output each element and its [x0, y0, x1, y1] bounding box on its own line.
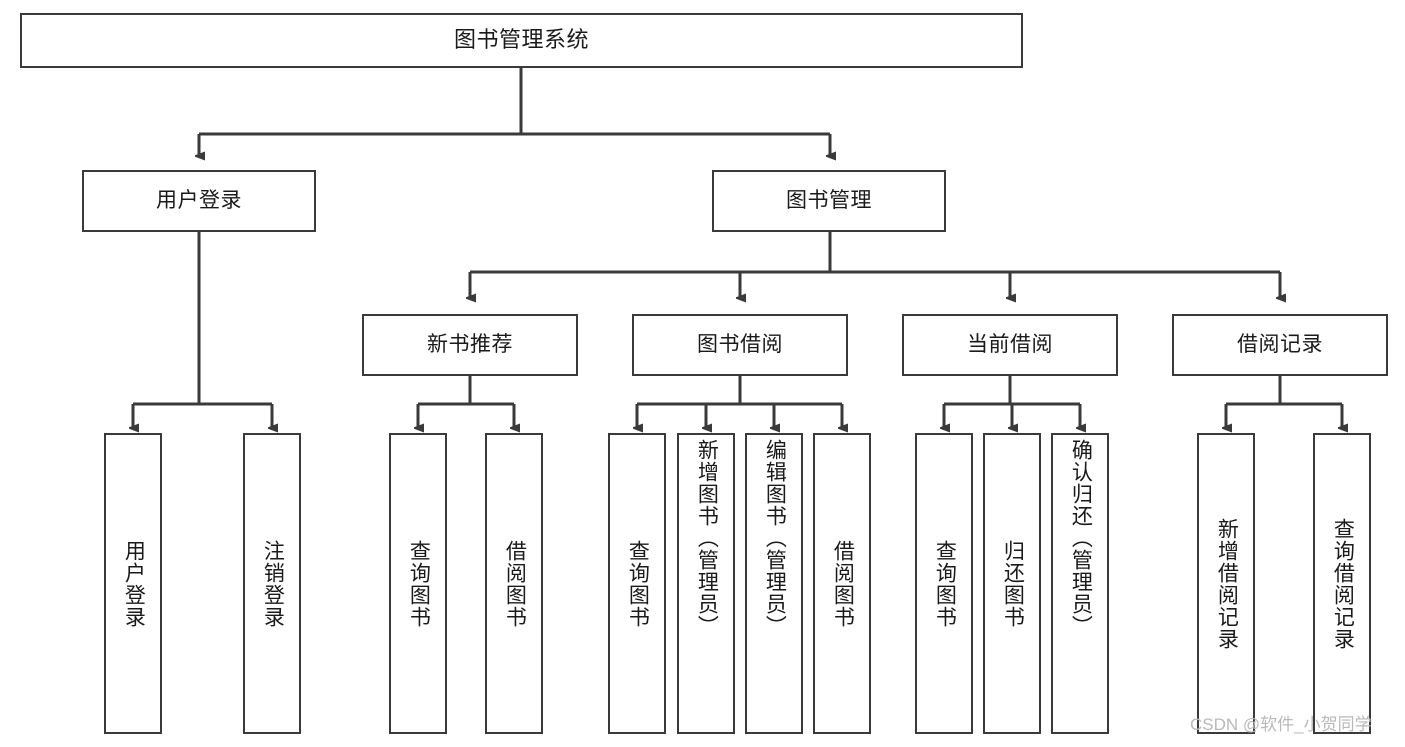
node-label: 归还图书 — [1001, 539, 1025, 628]
node-label: 新增图书（管理员） — [695, 439, 719, 637]
leaf-current-borrow-return[interactable]: 归还图书 — [983, 433, 1041, 734]
node-label: 图书管理系统 — [453, 27, 589, 53]
leaf-current-borrow-confirm-return[interactable]: 确认归还（管理员） — [1051, 433, 1109, 734]
leaf-new-book-query[interactable]: 查询图书 — [389, 433, 447, 734]
node-label: 查询图书 — [407, 539, 431, 628]
node-label: 确认归还（管理员） — [1069, 439, 1093, 637]
leaf-borrow-record-query[interactable]: 查询借阅记录 — [1313, 433, 1371, 734]
node-label: 借阅图书 — [503, 539, 527, 628]
leaf-current-borrow-query[interactable]: 查询图书 — [915, 433, 973, 734]
node-new-book-recommend[interactable]: 新书推荐 — [362, 314, 578, 376]
node-current-borrow[interactable]: 当前借阅 — [902, 314, 1118, 376]
node-label: 查询图书 — [933, 539, 957, 628]
node-label: 注销登录 — [261, 539, 285, 628]
node-label: 图书管理 — [786, 189, 872, 213]
node-label: 查询借阅记录 — [1331, 517, 1355, 650]
leaf-user-login-signin[interactable]: 用户登录 — [104, 433, 162, 734]
node-label: 用户登录 — [122, 539, 146, 628]
leaf-book-borrow-add[interactable]: 新增图书（管理员） — [677, 433, 735, 734]
node-label: 新增借阅记录 — [1215, 517, 1239, 650]
node-user-login[interactable]: 用户登录 — [82, 170, 316, 232]
node-label: 用户登录 — [156, 189, 242, 213]
node-label: 借阅记录 — [1237, 333, 1323, 357]
watermark: CSDN @软件_小贺同学 — [1190, 715, 1372, 734]
node-label: 图书借阅 — [697, 333, 783, 357]
node-book-management[interactable]: 图书管理 — [712, 170, 946, 232]
leaf-user-login-signout[interactable]: 注销登录 — [243, 433, 301, 734]
leaf-borrow-record-add[interactable]: 新增借阅记录 — [1197, 433, 1255, 734]
node-book-borrow[interactable]: 图书借阅 — [632, 314, 848, 376]
leaf-book-borrow-edit[interactable]: 编辑图书（管理员） — [745, 433, 803, 734]
node-label: 查询图书 — [626, 539, 650, 628]
node-label: 借阅图书 — [831, 539, 855, 628]
leaf-new-book-borrow[interactable]: 借阅图书 — [485, 433, 543, 734]
node-label: 新书推荐 — [427, 333, 513, 357]
node-root-system[interactable]: 图书管理系统 — [20, 13, 1023, 68]
leaf-book-borrow-lend[interactable]: 借阅图书 — [813, 433, 871, 734]
leaf-book-borrow-query[interactable]: 查询图书 — [608, 433, 666, 734]
node-label: 编辑图书（管理员） — [763, 439, 787, 637]
node-label: 当前借阅 — [967, 333, 1053, 357]
node-borrow-record[interactable]: 借阅记录 — [1172, 314, 1388, 376]
